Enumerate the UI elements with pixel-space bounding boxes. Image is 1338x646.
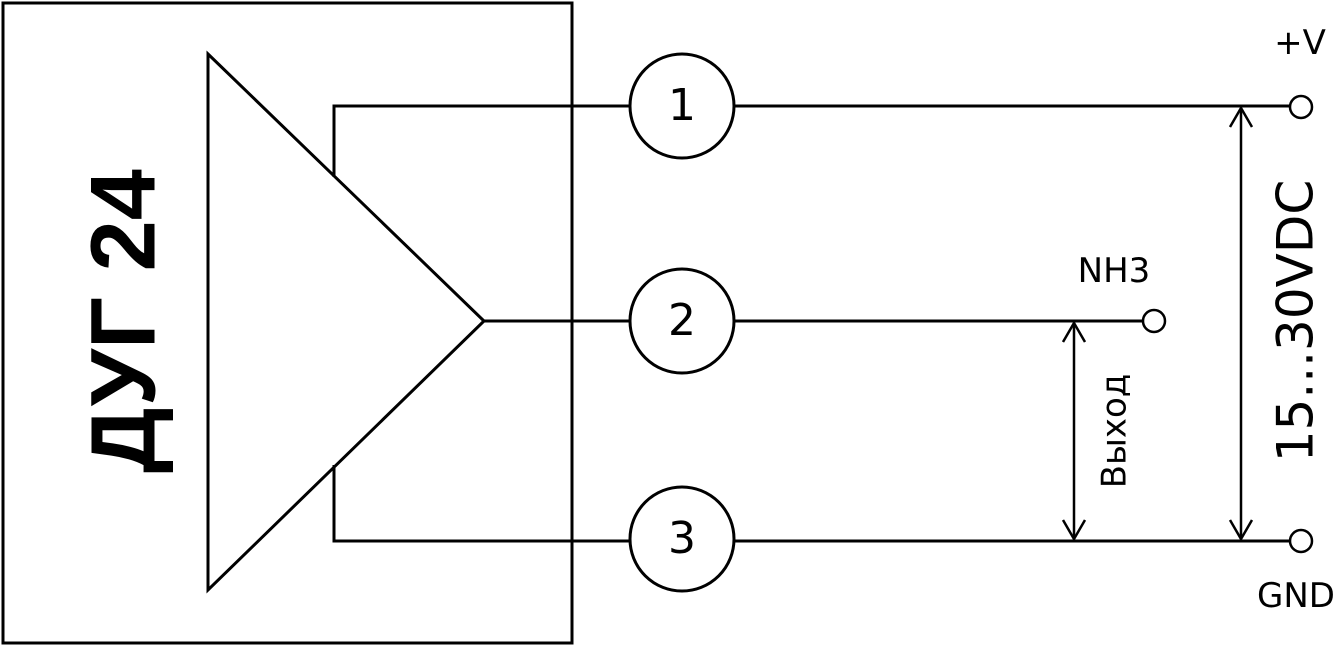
- gnd-label: GND: [1257, 576, 1335, 616]
- plus-v-terminal: [1288, 94, 1314, 120]
- pin-3-terminal: [628, 485, 736, 593]
- signal-terminal: [1141, 308, 1167, 334]
- plus-v-label: +V: [1274, 23, 1326, 63]
- supply-arrow-top: [1228, 105, 1254, 128]
- output-label: Выход: [1095, 374, 1135, 489]
- internal-wire-3: [332, 465, 630, 543]
- output-arrow-top: [1061, 320, 1087, 343]
- output-arrow-bottom: [1061, 519, 1087, 542]
- pin-3-label: 3: [668, 513, 696, 564]
- supply-arrow-bottom: [1228, 519, 1254, 542]
- pin-1-label: 1: [668, 80, 696, 131]
- internal-wire-1: [332, 104, 630, 177]
- gnd-terminal: [1288, 528, 1314, 554]
- amplifier-symbol: [206, 50, 487, 594]
- pin-2-label: 2: [668, 295, 696, 346]
- device-name: ДУГ 24: [72, 169, 174, 473]
- signal-label: NH3: [1078, 251, 1151, 291]
- device-housing: [1, 1, 574, 645]
- supply-voltage-label: 15...30VDC: [1267, 180, 1325, 463]
